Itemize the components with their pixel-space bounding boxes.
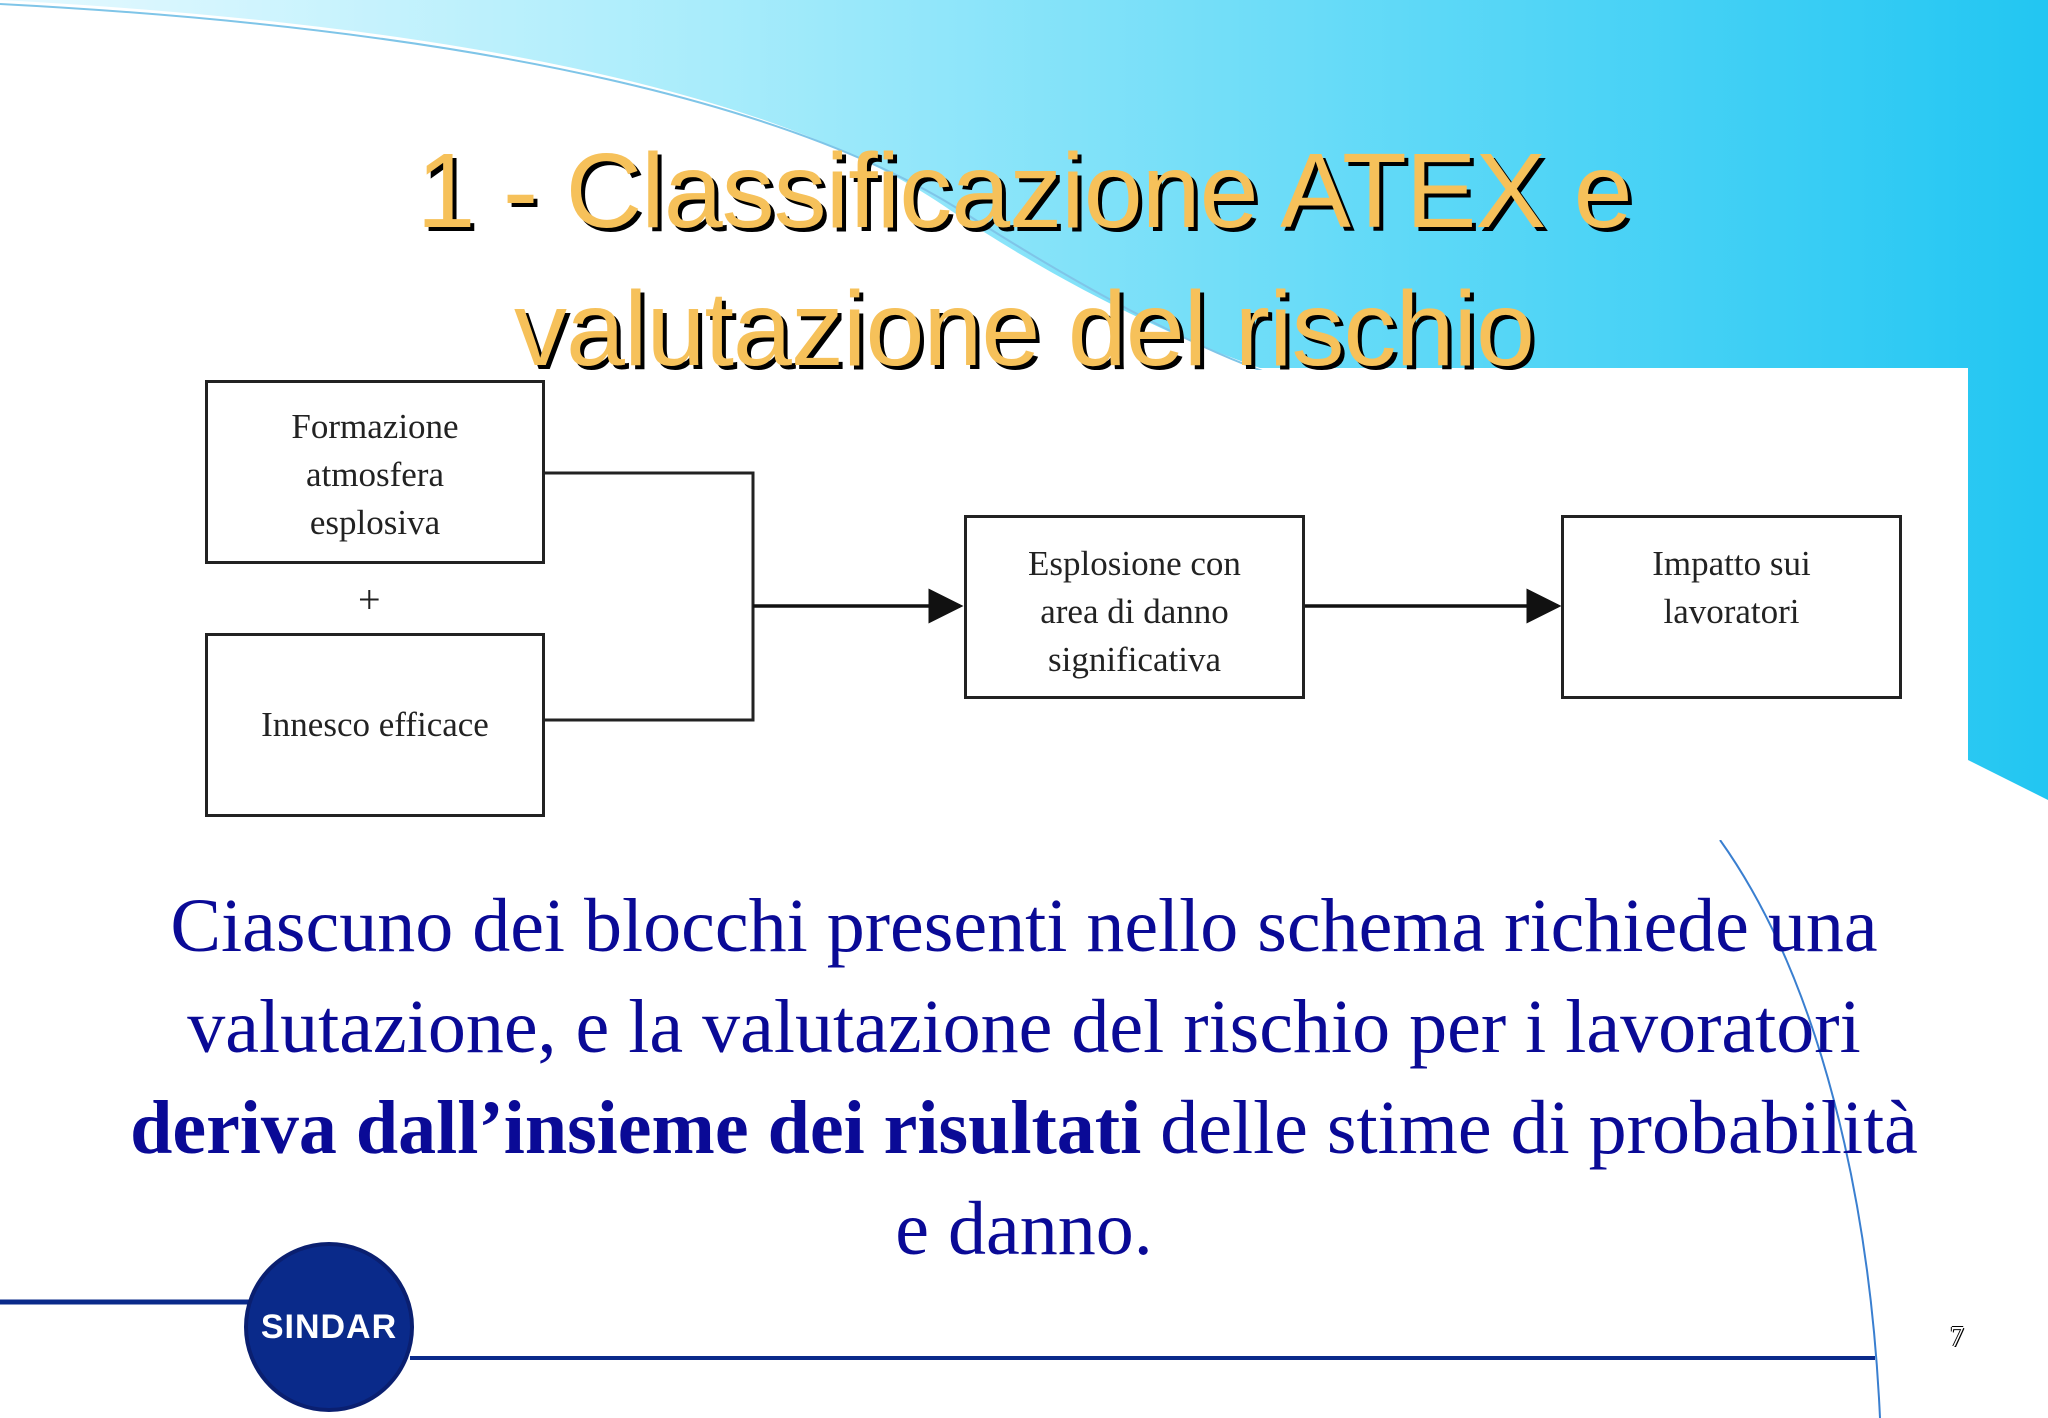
body-paragraph: Ciascuno dei blocchi presenti nello sche… <box>120 876 1928 1280</box>
page-number: 7 <box>1950 1322 1964 1353</box>
box-innesco: Innesco efficace <box>205 633 545 817</box>
box-esplosione-line-2: area di danno <box>1040 592 1229 631</box>
box-esplosione-line-3: significativa <box>1047 640 1221 679</box>
sindar-logo-text: SINDAR <box>260 1308 398 1346</box>
decor-arc-top <box>0 3 1291 381</box>
box-esplosione-line-1: Esplosione con <box>1028 544 1241 583</box>
box-formazione-line-3: esplosiva <box>309 503 441 542</box>
connector-formazione <box>543 471 755 722</box>
box-impatto: Impatto sui lavoratori <box>1561 515 1902 699</box>
box-impatto-line-1: Impatto sui <box>1652 544 1811 583</box>
body-text-part-2: delle stime di probabilità e danno. <box>895 1086 1918 1271</box>
box-innesco-line-1: Innesco efficace <box>261 705 489 744</box>
box-formazione-line-2: atmosfera <box>306 455 444 494</box>
slide-title: 1 - Classificazione ATEX e valutazione d… <box>0 122 2048 398</box>
title-line-1: 1 - Classificazione ATEX e <box>416 132 1632 250</box>
title-line-2: valutazione del rischio <box>514 270 1535 388</box>
plus-sign: + <box>358 577 381 622</box>
box-impatto-line-2: lavoratori <box>1663 592 1800 631</box>
decor-arc-right <box>1719 839 1881 1418</box>
body-text-bold: deriva dall’insieme dei risultati <box>130 1086 1142 1170</box>
background-swoosh <box>0 0 2048 800</box>
sindar-logo <box>244 1242 414 1412</box>
box-formazione: Formazione atmosfera esplosiva <box>205 380 545 564</box>
body-text-part-1: Ciascuno dei blocchi presenti nello sche… <box>170 884 1878 1069</box>
box-esplosione: Esplosione con area di danno significati… <box>964 515 1305 699</box>
box-formazione-line-1: Formazione <box>291 407 459 446</box>
